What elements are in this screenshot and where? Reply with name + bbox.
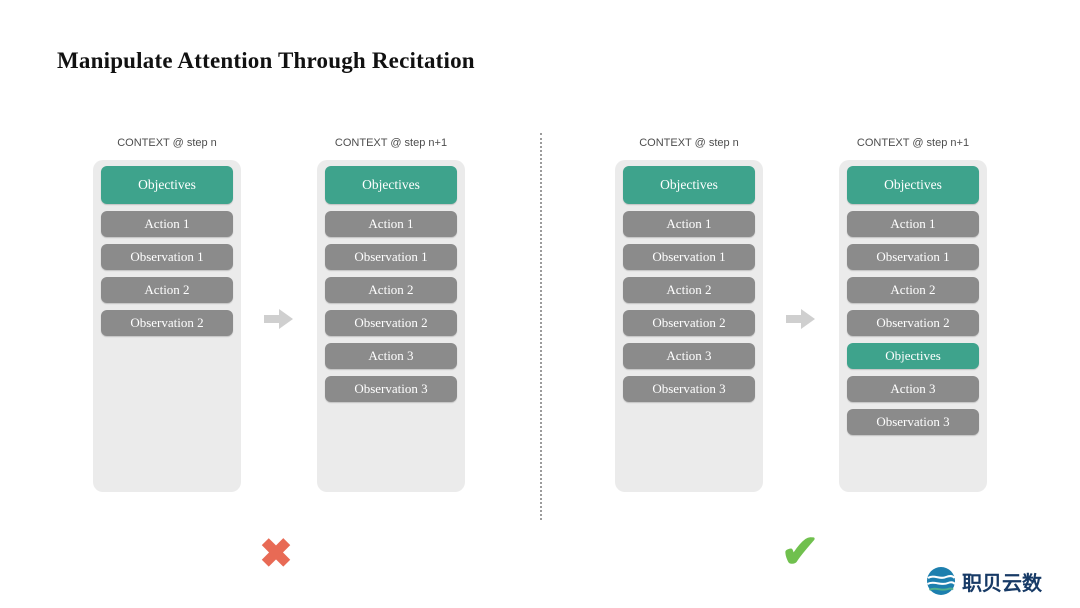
pill-objectives: Objectives: [101, 166, 233, 204]
pill-action-2: Action 2: [623, 277, 755, 303]
pill-action-1: Action 1: [847, 211, 979, 237]
context-box: Objectives Action 1 Observation 1 Action…: [317, 160, 465, 492]
pill-observation-2: Observation 2: [101, 310, 233, 336]
pill-observation-1: Observation 1: [623, 244, 755, 270]
pill-action-2: Action 2: [847, 277, 979, 303]
pill-objectives-recited: Objectives: [847, 343, 979, 369]
context-panel-bad-step-n1: CONTEXT @ step n+1 Objectives Action 1 O…: [317, 137, 465, 492]
pill-action-1: Action 1: [101, 211, 233, 237]
right-check-icon: ✔: [780, 525, 820, 577]
pill-observation-1: Observation 1: [101, 244, 233, 270]
context-panel-good-step-n: CONTEXT @ step n Objectives Action 1 Obs…: [615, 137, 763, 492]
panel-label: CONTEXT @ step n: [117, 137, 217, 149]
pill-action-1: Action 1: [325, 211, 457, 237]
pill-action-1: Action 1: [623, 211, 755, 237]
logo-text: 职贝云数: [962, 572, 1042, 595]
pill-action-2: Action 2: [325, 277, 457, 303]
pill-observation-2: Observation 2: [623, 310, 755, 336]
pill-observation-3: Observation 3: [623, 376, 755, 402]
pill-objectives: Objectives: [847, 166, 979, 204]
panel-label: CONTEXT @ step n+1: [334, 137, 448, 149]
logo-globe-icon: [927, 567, 956, 595]
pill-observation-3: Observation 3: [847, 409, 979, 435]
pill-action-3: Action 3: [325, 343, 457, 369]
right-arrow-icon: [786, 309, 815, 329]
pill-objectives: Objectives: [623, 166, 755, 204]
context-box: Objectives Action 1 Observation 1 Action…: [615, 160, 763, 492]
pill-action-3: Action 3: [623, 343, 755, 369]
context-panel-good-step-n1: CONTEXT @ step n+1 Objectives Action 1 O…: [839, 137, 987, 492]
vertical-dotted-divider: [540, 133, 542, 520]
pill-objectives: Objectives: [325, 166, 457, 204]
pill-observation-1: Observation 1: [325, 244, 457, 270]
right-arrow-icon: [264, 309, 293, 329]
pill-observation-3: Observation 3: [325, 376, 457, 402]
panel-label: CONTEXT @ step n: [639, 137, 739, 149]
brand-logo: 职贝云数: [926, 566, 1042, 596]
wrong-cross-icon: ✖: [259, 532, 293, 576]
context-box: Objectives Action 1 Observation 1 Action…: [839, 160, 987, 492]
pill-observation-1: Observation 1: [847, 244, 979, 270]
context-box: Objectives Action 1 Observation 1 Action…: [93, 160, 241, 492]
pill-action-2: Action 2: [101, 277, 233, 303]
pill-observation-2: Observation 2: [325, 310, 457, 336]
pill-action-3: Action 3: [847, 376, 979, 402]
slide-title: Manipulate Attention Through Recitation: [57, 48, 475, 73]
panel-label: CONTEXT @ step n+1: [856, 137, 970, 149]
pill-observation-2: Observation 2: [847, 310, 979, 336]
context-panel-bad-step-n: CONTEXT @ step n Objectives Action 1 Obs…: [93, 137, 241, 492]
